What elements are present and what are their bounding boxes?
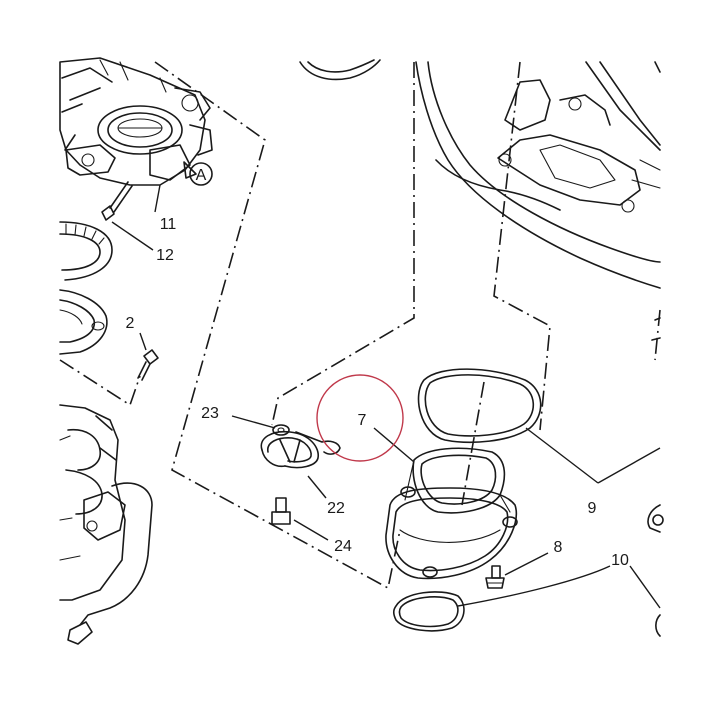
- screw-12: [101, 181, 133, 221]
- callout-24: 24: [334, 538, 352, 555]
- callout-9: 9: [588, 500, 597, 517]
- callout-8: 8: [554, 539, 563, 556]
- engine-block: [59, 404, 153, 645]
- intake-manifold-7: [385, 447, 518, 580]
- screw-8: [485, 565, 505, 589]
- view-a-label: A: [196, 167, 207, 184]
- callout-10: 10: [611, 552, 629, 569]
- leader-lines: [111, 184, 661, 609]
- callout-22: 22: [327, 500, 345, 517]
- edge-part-right: [647, 504, 664, 637]
- callout-12: 12: [156, 247, 174, 264]
- callout-2: 2: [126, 315, 135, 332]
- highlight-circle: [316, 374, 404, 462]
- screw-24: [271, 497, 291, 525]
- airbox: [299, 59, 661, 341]
- view-a-marker: A: [183, 161, 213, 186]
- screw-2: [137, 332, 159, 381]
- intake-adapter: [59, 289, 108, 355]
- throttle-body: [59, 57, 213, 186]
- washer-23: [272, 424, 290, 436]
- dashed-boundaries: [59, 61, 661, 590]
- o-ring-10: [392, 591, 465, 632]
- callout-23: 23: [201, 405, 219, 422]
- callout-7: 7: [358, 412, 367, 429]
- gasket-9: [417, 368, 542, 506]
- callout-11: 11: [160, 216, 177, 233]
- spring-clip-22: [260, 430, 341, 469]
- hose-clamp: [59, 221, 113, 281]
